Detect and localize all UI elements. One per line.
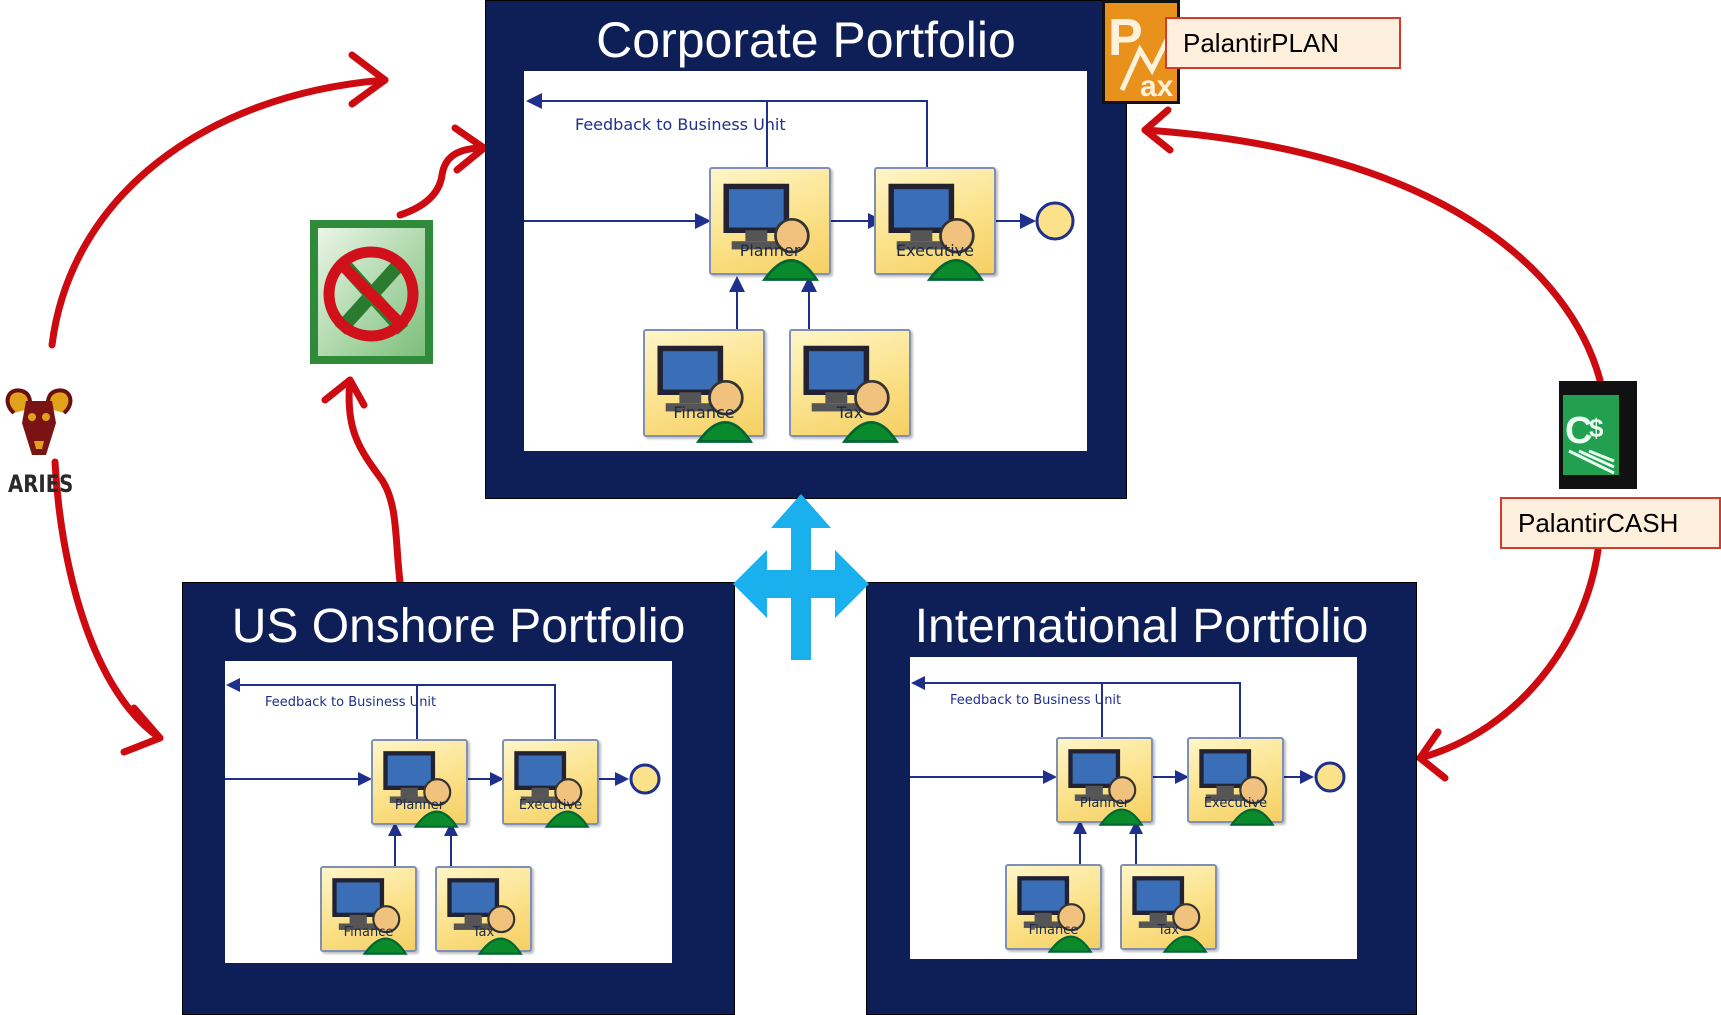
us-onshore-portfolio: US Onshore Portfolio Feedback to Busines…: [182, 582, 735, 1015]
tax-label: Tax: [472, 925, 495, 940]
tax-node: Tax: [1120, 864, 1217, 953]
corporate-portfolio: Corporate Portfolio Feedback to Business…: [485, 0, 1127, 499]
user-computer-icon: [446, 878, 523, 955]
user-computer-icon: [1198, 749, 1275, 826]
palantir-cash-label: PalantirCASH: [1500, 497, 1721, 549]
us-onshore-workflow-panel: Feedback to Business Unit Planner Execut…: [225, 661, 672, 963]
feedback-label: Feedback to Business Unit: [950, 693, 1122, 708]
user-computer-icon: [1131, 876, 1208, 953]
international-portfolio: International Portfolio Feedback to Busi…: [866, 582, 1417, 1015]
corporate-workflow-panel: Feedback to Business Unit Planner Execut…: [524, 71, 1087, 451]
planner-label: Planner: [1079, 796, 1130, 811]
us-onshore-flow-lines: [225, 678, 661, 866]
planner-node: Planner: [709, 167, 831, 281]
excel-prohibited-icon: [310, 220, 433, 364]
user-computer-icon: [331, 878, 408, 955]
finance-node: Finance: [1005, 864, 1102, 953]
executive-node: Executive: [874, 167, 996, 281]
user-computer-icon: [513, 751, 590, 828]
executive-label: Executive: [896, 241, 974, 260]
finance-label: Finance: [1028, 923, 1079, 938]
aries-label: ARIES: [8, 470, 74, 498]
corporate-portfolio-title: Corporate Portfolio: [596, 12, 1016, 68]
aries-ram-logo-icon: [5, 388, 73, 455]
user-computer-icon: [888, 183, 985, 281]
user-computer-icon: [657, 345, 754, 443]
executive-label: Executive: [1203, 796, 1268, 811]
planner-node: Planner: [1056, 737, 1153, 826]
finance-node: Finance: [643, 329, 765, 443]
tax-label: Tax: [1157, 923, 1180, 938]
corporate-flow-lines: [524, 93, 1075, 329]
tax-node: Tax: [435, 866, 532, 955]
finance-node: Finance: [320, 866, 417, 955]
svg-text:C: C: [1565, 410, 1592, 452]
svg-text:$: $: [1589, 413, 1604, 443]
executive-node: Executive: [1187, 737, 1284, 826]
finance-label: Finance: [673, 403, 735, 422]
svg-text:ax: ax: [1140, 70, 1174, 103]
bidirectional-arrow-icon: [733, 494, 869, 660]
user-computer-icon: [803, 345, 900, 443]
planner-label: Planner: [394, 798, 445, 813]
tax-node: Tax: [789, 329, 911, 443]
user-computer-icon: [382, 751, 459, 828]
executive-label: Executive: [518, 798, 583, 813]
palantir-cash-logo-icon: C $: [1559, 381, 1637, 489]
tax-label: Tax: [836, 403, 864, 422]
user-computer-icon: [723, 183, 820, 281]
user-computer-icon: [1016, 876, 1093, 953]
user-computer-icon: [1067, 749, 1144, 826]
us-onshore-portfolio-title: US Onshore Portfolio: [231, 600, 686, 653]
planner-node: Planner: [371, 739, 468, 828]
international-flow-lines: [910, 676, 1346, 864]
feedback-label: Feedback to Business Unit: [575, 115, 786, 134]
palantir-plan-label: PalantirPLAN: [1165, 17, 1401, 69]
finance-label: Finance: [343, 925, 394, 940]
feedback-label: Feedback to Business Unit: [265, 695, 437, 710]
international-portfolio-title: International Portfolio: [914, 600, 1369, 653]
executive-node: Executive: [502, 739, 599, 828]
planner-label: Planner: [739, 241, 801, 260]
international-workflow-panel: Feedback to Business Unit Planner Execut…: [910, 657, 1357, 959]
